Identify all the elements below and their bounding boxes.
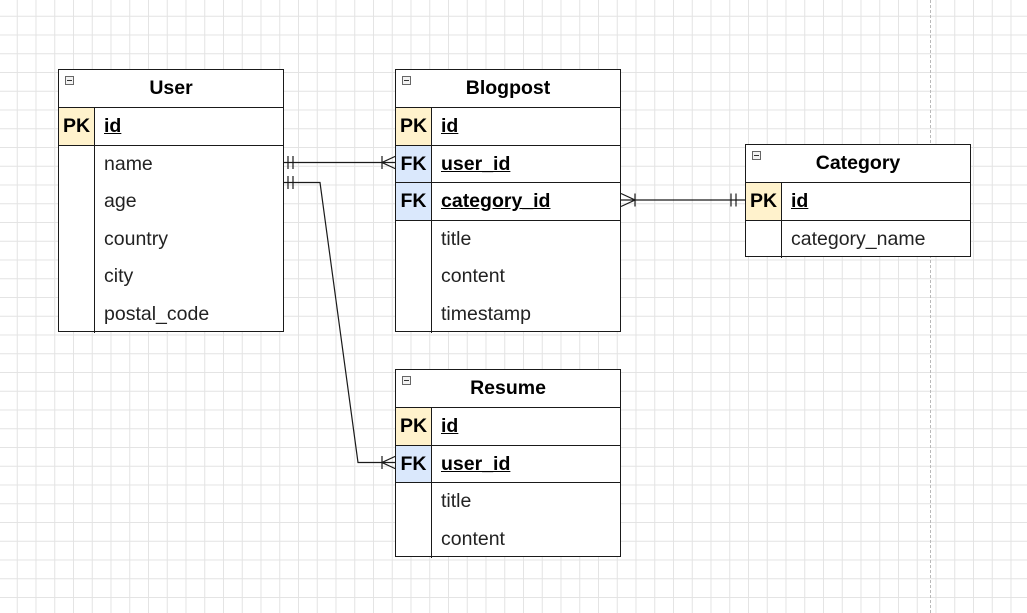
key-field-name: user_id [441,452,511,475]
key-field-name: category_id [441,190,551,212]
page-boundary-guide [930,0,931,613]
attribute-key-column [396,483,432,558]
key-row-pk[interactable]: PK id [396,108,620,146]
attribute-row[interactable]: title [441,227,472,250]
pk-label: PK [746,183,782,220]
key-field-name: user_id [441,152,511,175]
attribute-row[interactable]: name [104,152,153,175]
fk-label: FK [396,445,432,482]
attribute-key-column [746,220,782,258]
entity-title: Blogpost [465,77,551,99]
attribute-key-column [59,145,95,333]
key-row-pk[interactable]: PK id [396,408,620,446]
attribute-list: title content timestamp [432,221,620,334]
attribute-block: title content [396,483,620,558]
attribute-row[interactable]: title [441,490,472,512]
entity-title: Resume [470,377,546,399]
key-row-pk[interactable]: PK id [59,108,283,146]
relation-blogpost-category[interactable] [620,192,746,208]
attribute-row[interactable]: timestamp [441,302,531,325]
key-row-fk[interactable]: FK user_id [396,145,620,183]
collapse-icon[interactable] [65,76,74,85]
key-field-name: id [441,415,459,437]
fk-label: FK [396,183,432,220]
attribute-block: name age country city postal_code [59,145,283,334]
attribute-list: title content [432,483,620,558]
key-row-fk[interactable]: FK category_id [396,183,620,221]
attribute-block: category_name [746,220,970,259]
attribute-row[interactable]: content [441,527,505,550]
attribute-list: category_name [782,221,970,259]
entity-title: User [149,77,193,99]
attribute-block: title content timestamp [396,220,620,334]
attribute-row[interactable]: category_name [791,227,926,250]
attribute-row[interactable]: postal_code [104,302,210,325]
pk-label: PK [396,108,432,145]
entity-blogpost[interactable]: Blogpost PK id FK user_id FK category_id… [395,69,621,334]
attribute-row[interactable]: country [104,227,168,250]
entity-title: Category [815,152,901,174]
key-row-pk[interactable]: PK id [746,183,970,221]
collapse-icon[interactable] [752,151,761,160]
collapse-icon[interactable] [402,76,411,85]
pk-label: PK [59,108,95,145]
collapse-icon[interactable] [402,376,411,385]
key-field-name: id [441,115,459,137]
entity-blogpost-header[interactable]: Blogpost [396,70,620,108]
entity-resume-header[interactable]: Resume [396,370,620,408]
entity-category-header[interactable]: Category [746,145,970,183]
attribute-list: name age country city postal_code [95,146,283,334]
entity-user-header[interactable]: User [59,70,283,108]
relation-user-resume[interactable] [284,176,397,470]
fk-label: FK [396,145,432,182]
key-field-name: id [104,115,122,137]
key-field-name: id [791,190,809,212]
attribute-row[interactable]: age [104,190,137,212]
entity-category[interactable]: Category PK id category_name [745,144,971,259]
attribute-row[interactable]: city [104,265,134,287]
attribute-row[interactable]: content [441,265,505,287]
relation-user-blogpost[interactable] [284,155,397,170]
key-row-fk[interactable]: FK user_id [396,445,620,483]
entity-user[interactable]: User PK id name age country city postal_… [58,69,284,334]
entity-resume[interactable]: Resume PK id FK user_id title content [395,369,621,558]
attribute-key-column [396,220,432,333]
pk-label: PK [396,408,432,445]
